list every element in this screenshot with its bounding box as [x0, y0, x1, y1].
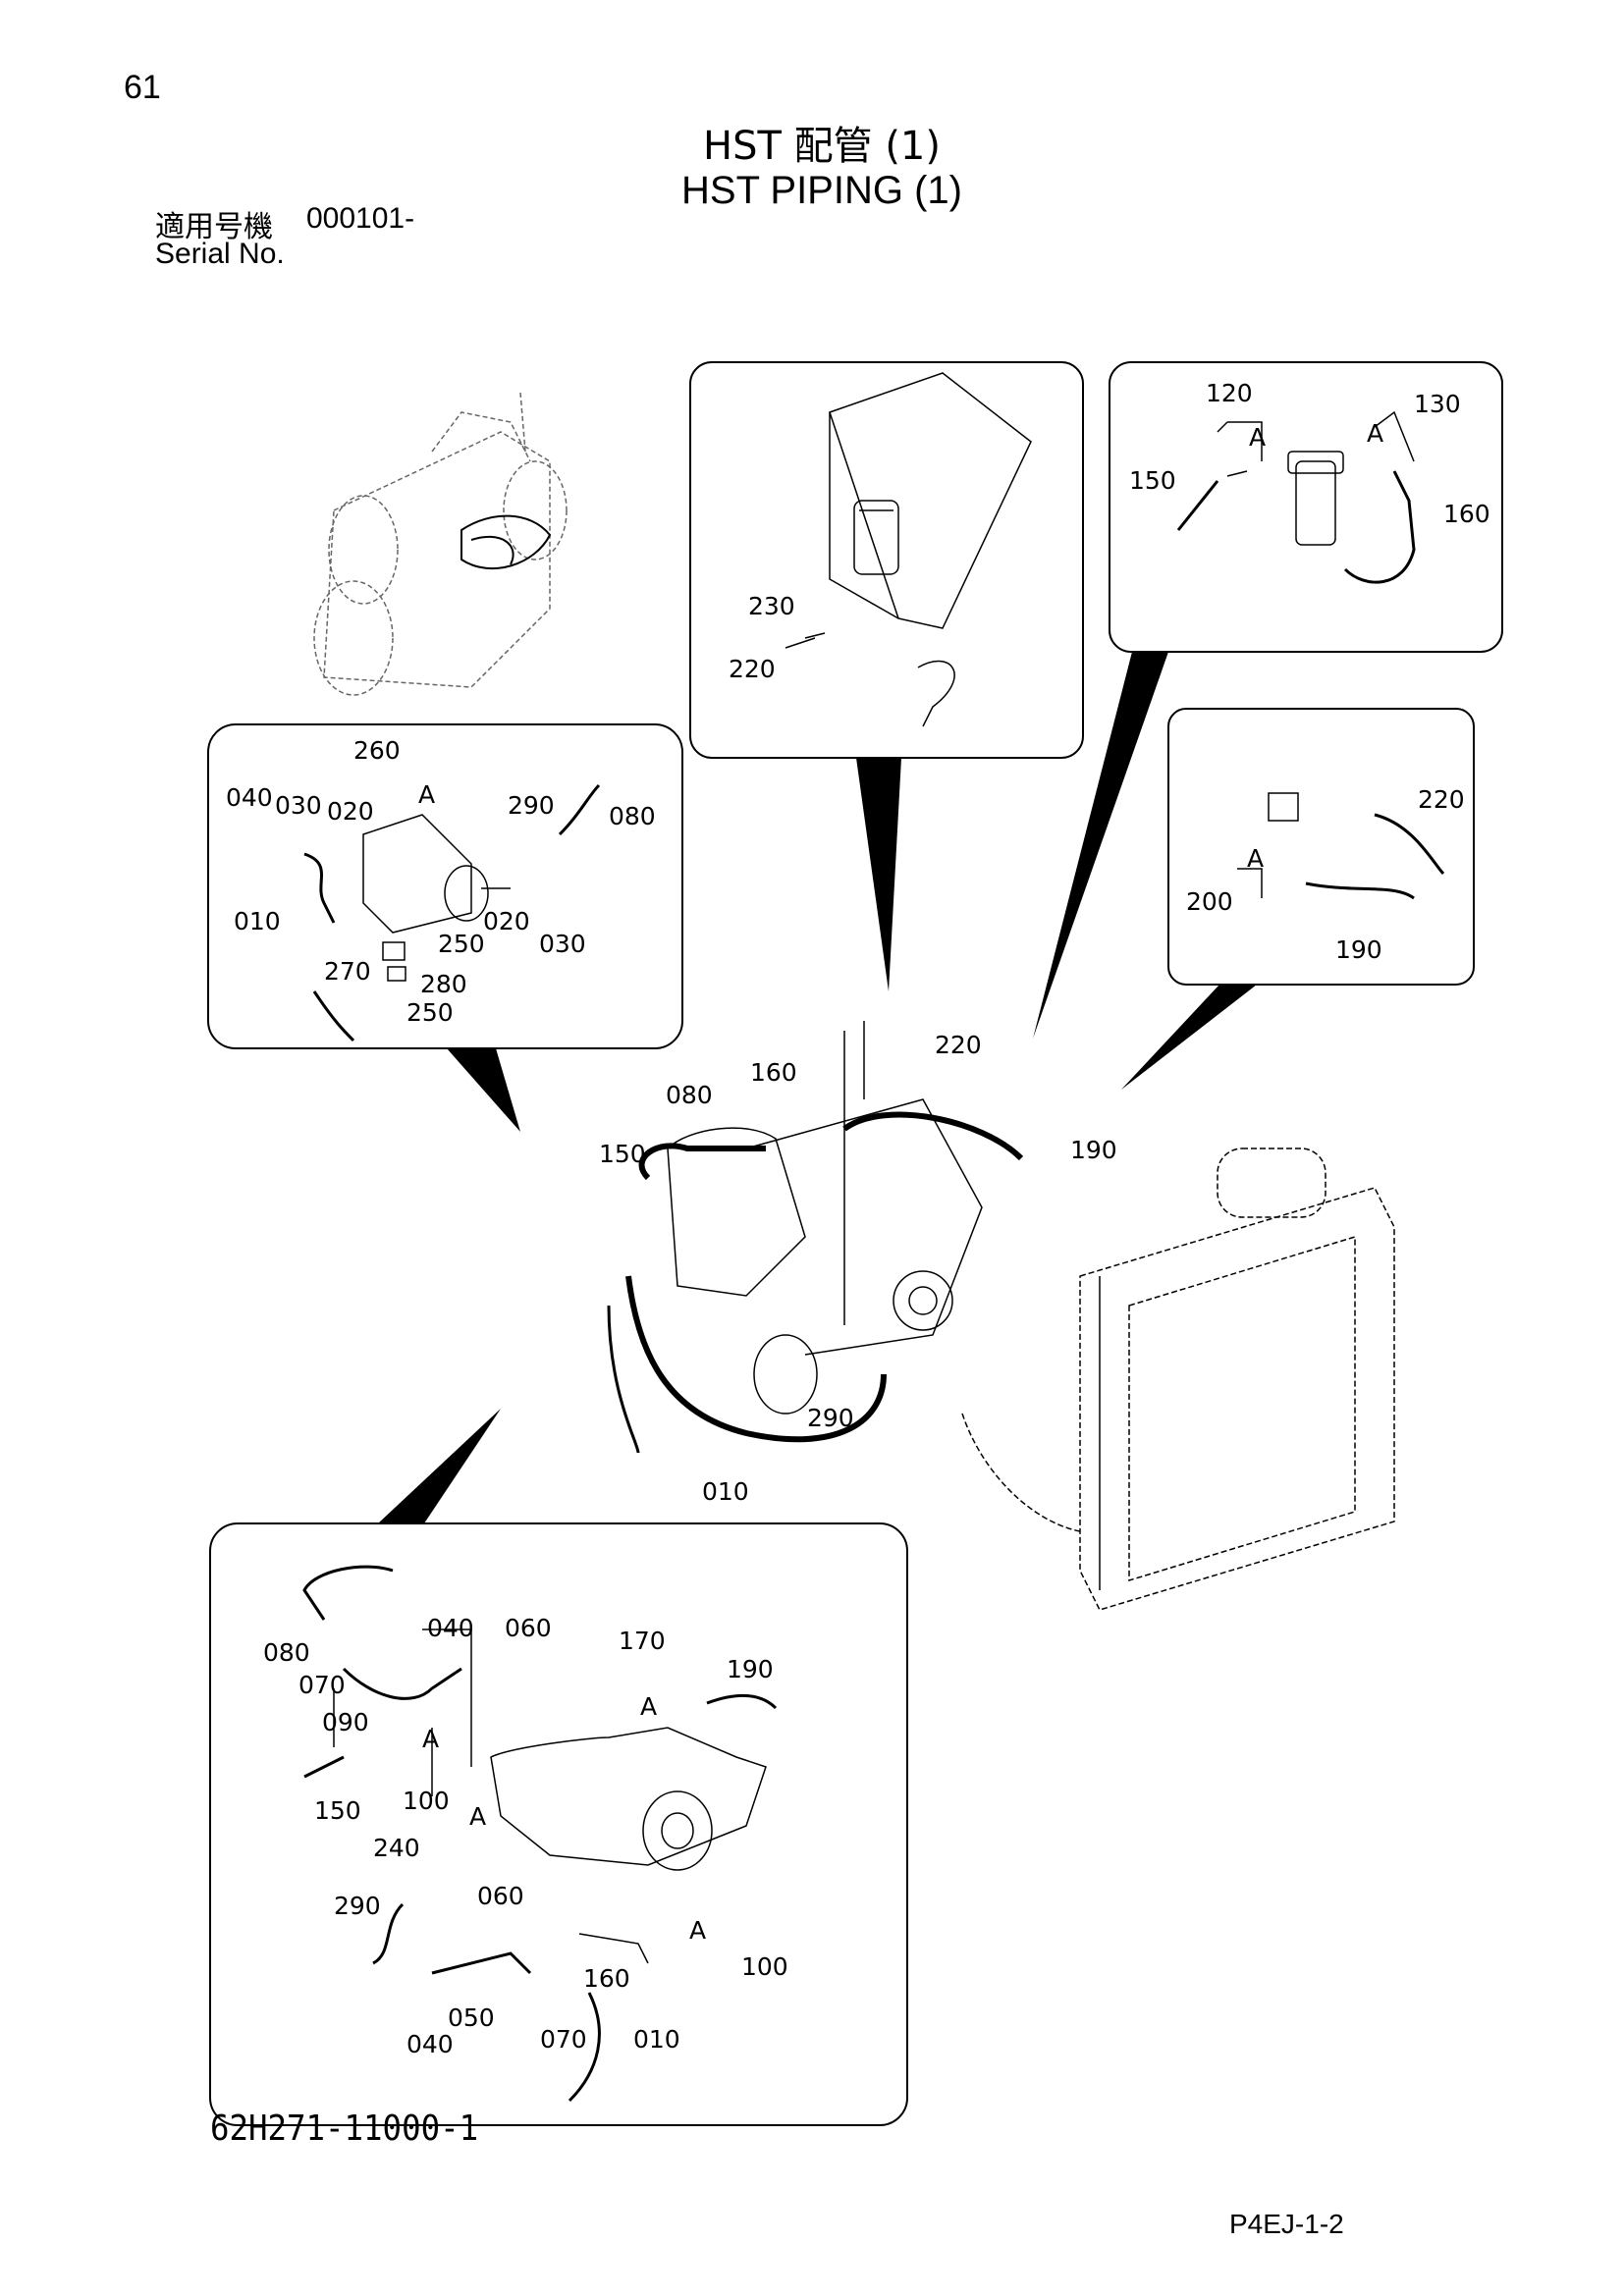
callout: 050 [448, 2003, 495, 2032]
callout: 230 [748, 592, 795, 620]
serial-label-english: Serial No. [155, 238, 285, 270]
callout: 100 [741, 1952, 788, 1981]
callout: 290 [334, 1892, 381, 1920]
pump-upper-drawing [303, 783, 601, 1042]
callout: 290 [508, 791, 555, 820]
callout: 030 [539, 930, 586, 958]
callout: 120 [1206, 379, 1253, 407]
callout: 220 [935, 1031, 982, 1059]
main-assembly-drawing [607, 1021, 1395, 1611]
detail-frame-pump-lower [209, 1522, 908, 2126]
callout: 040 [406, 2030, 454, 2058]
callout: 090 [322, 1708, 369, 1736]
callout: 200 [1186, 887, 1233, 916]
callout: 280 [420, 970, 467, 998]
detail-marker: A [469, 1802, 486, 1831]
title-english: HST PIPING (1) [681, 169, 962, 212]
filter-drawing [1176, 410, 1416, 584]
callout: 160 [750, 1058, 797, 1087]
callout: 220 [729, 655, 776, 683]
callout: 040 [427, 1614, 474, 1642]
detail-frame-filter-bracket [689, 361, 1084, 759]
callout: 070 [540, 2025, 587, 2054]
serial-value: 000101- [306, 202, 415, 235]
callout: 190 [1070, 1136, 1117, 1164]
callout: 240 [373, 1834, 420, 1862]
title-japanese: HST 配管 (1) [703, 124, 941, 169]
callout: 150 [599, 1140, 646, 1168]
callout: 080 [263, 1638, 310, 1667]
page-number: 61 [124, 69, 161, 106]
callout: 130 [1414, 390, 1461, 418]
callout: 190 [1335, 935, 1382, 964]
detail-marker: A [422, 1725, 439, 1753]
callout: 150 [1129, 466, 1176, 495]
callout: 100 [403, 1787, 450, 1815]
filter-bracket-drawing [785, 372, 1032, 727]
callout: 060 [505, 1614, 552, 1642]
callout: 030 [275, 791, 322, 820]
pump-lower-drawing [302, 1565, 778, 2103]
callout: 060 [477, 1882, 524, 1910]
hose-drawing [1237, 792, 1445, 900]
detail-frame-hose [1167, 708, 1475, 986]
callout: 160 [583, 1964, 630, 1993]
callout: 020 [483, 907, 530, 935]
callout: 010 [702, 1477, 749, 1506]
detail-marker: A [640, 1692, 657, 1721]
detail-marker: A [1247, 844, 1264, 873]
callout: 250 [406, 998, 454, 1027]
callout-labels: 230 220 120 130 150 160 A A 260 040 030 … [226, 379, 1490, 2058]
callout: 160 [1443, 500, 1490, 528]
callout: 220 [1418, 785, 1465, 814]
callout: 250 [438, 930, 485, 958]
detail-marker: A [1367, 419, 1383, 448]
callout: 010 [633, 2025, 680, 2054]
detail-frame-filter [1109, 361, 1503, 653]
callout: 040 [226, 783, 273, 812]
callout: 150 [314, 1796, 361, 1825]
drawing-number: 62H271-11000-1 [210, 2109, 479, 2149]
callout: 010 [234, 907, 281, 935]
callout: 170 [619, 1627, 666, 1655]
detail-frame-pump-upper [207, 723, 683, 1049]
detail-marker: A [1249, 423, 1266, 452]
page-code: P4EJ-1-2 [1229, 2209, 1344, 2239]
callout: 080 [609, 802, 656, 830]
vehicle-overview [313, 392, 568, 696]
callout: 290 [807, 1404, 854, 1432]
callout: 190 [727, 1655, 774, 1683]
serial-label-japanese: 適用号機 [155, 210, 273, 244]
callout: 070 [298, 1671, 346, 1699]
pointer-wedges [378, 652, 1257, 1523]
callout: 080 [666, 1081, 713, 1109]
callout: 260 [353, 736, 401, 765]
callout: 270 [324, 957, 371, 986]
callout: 020 [327, 797, 374, 826]
detail-marker: A [418, 780, 435, 809]
detail-marker: A [689, 1916, 706, 1945]
vehicle-overview-pump [460, 514, 552, 569]
